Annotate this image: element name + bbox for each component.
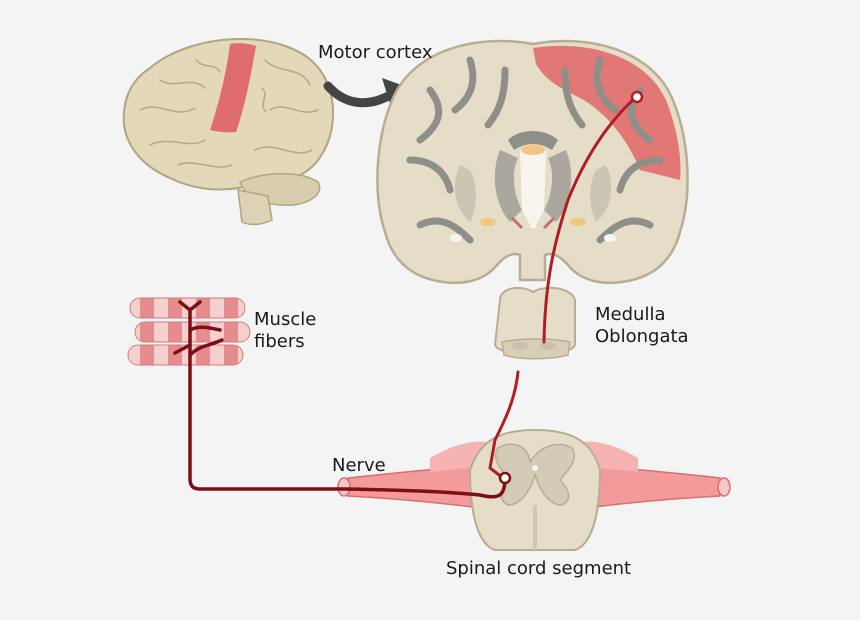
arrow-icon (323, 81, 397, 108)
spinal-cord-segment (337, 428, 731, 551)
lower-motor-neuron-pathway (173, 300, 507, 499)
cortical-neuron-body (630, 90, 644, 104)
motor-cortex-label: Motor cortex (318, 42, 433, 63)
medulla-label-line1: Medulla (595, 304, 666, 325)
muscle-fibers-label: Muscle fibers (254, 309, 316, 353)
motor-cortex-strip (210, 43, 256, 133)
upper-motor-neuron-pathway (488, 96, 637, 480)
motor-cortex-region (533, 45, 681, 180)
nerve-label: Nerve (332, 455, 386, 476)
brainstem (237, 189, 273, 226)
medulla-label: Medulla Oblongata (595, 304, 689, 348)
muscle-label-line1: Muscle (254, 309, 317, 330)
motor-neuron-body (498, 471, 512, 485)
medulla-label-line2: Oblongata (595, 326, 689, 347)
brain-lateral-view (122, 38, 335, 226)
medulla-oblongata (493, 286, 576, 360)
muscle-label-line2: fibers (254, 331, 305, 352)
brain-coronal-section (376, 39, 689, 284)
spinal-cord-label: Spinal cord segment (446, 558, 632, 579)
